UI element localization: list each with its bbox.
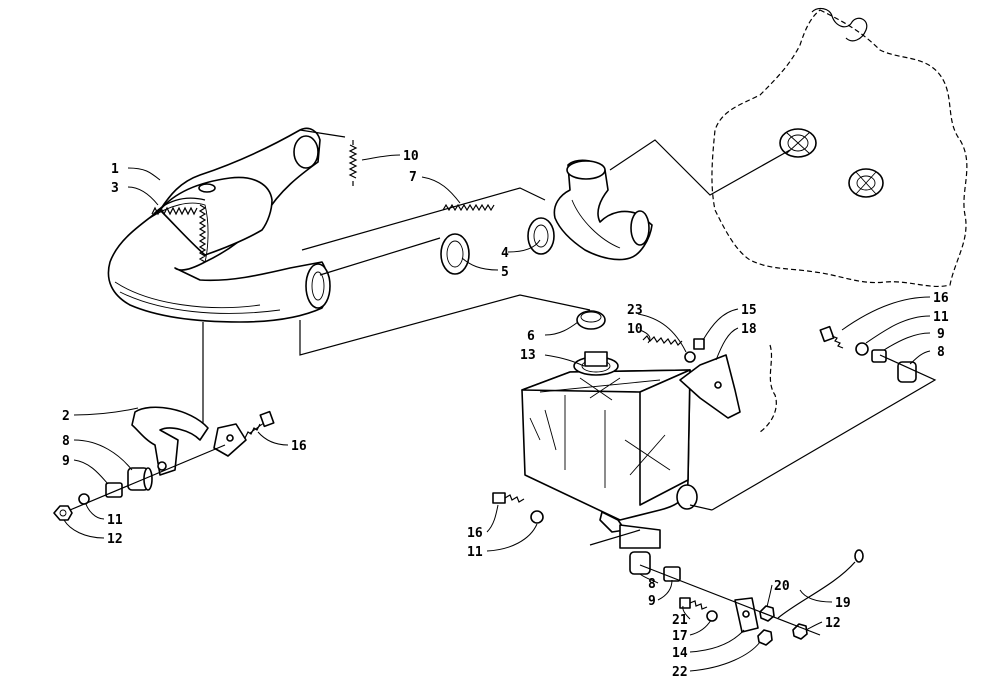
box-outlet <box>676 484 698 510</box>
frame-outline <box>759 344 777 433</box>
manifold-outlet <box>527 217 555 255</box>
expansion-chamber <box>107 127 331 323</box>
mount-plate <box>213 423 247 457</box>
rubber-mount-8-bottom <box>629 551 651 575</box>
callout-13: 13 <box>520 348 536 363</box>
callout-9-left: 9 <box>62 454 70 469</box>
plug-23 <box>684 351 696 363</box>
leader-lines <box>63 154 931 672</box>
callout-3: 3 <box>111 181 119 196</box>
spacer-9-left <box>105 482 123 498</box>
spring-7 <box>442 203 495 212</box>
callout-23: 23 <box>627 303 643 318</box>
bolt-16-lower <box>492 492 525 504</box>
callout-2: 2 <box>62 409 70 424</box>
bolt-16-left <box>244 410 275 439</box>
rubber-mount-8-left <box>127 467 153 491</box>
bolt-15 <box>693 338 705 350</box>
washer-17 <box>706 610 718 622</box>
callout-18: 18 <box>741 322 757 337</box>
callout-11-lower: 11 <box>467 545 483 560</box>
callout-10-right: 10 <box>627 322 643 337</box>
washer-11-right <box>855 342 869 356</box>
ground-strap-19 <box>777 549 864 619</box>
callout-8-right: 8 <box>937 345 945 360</box>
callout-15: 15 <box>741 303 757 318</box>
callout-19: 19 <box>835 596 851 611</box>
silencer-box <box>521 351 698 549</box>
callout-7: 7 <box>409 170 417 185</box>
callout-17: 17 <box>672 629 688 644</box>
washer-11-lower <box>530 510 544 524</box>
callout-4: 4 <box>501 246 509 261</box>
nut-12-bottom <box>792 623 808 640</box>
callout-21: 21 <box>672 613 688 628</box>
callout-6: 6 <box>527 329 535 344</box>
bolt-21 <box>679 597 708 610</box>
bolt-16-right <box>819 325 844 349</box>
muffler-bracket <box>131 406 209 476</box>
callout-12-left: 12 <box>107 532 123 547</box>
spring-10-right <box>642 335 683 346</box>
callout-16-lower: 16 <box>467 526 483 541</box>
engine-outline <box>711 7 968 288</box>
callout-11-left: 11 <box>107 513 123 528</box>
spacer-9-bottom <box>663 566 681 582</box>
callout-16-right: 16 <box>933 291 949 306</box>
callout-12-bottom: 12 <box>825 616 841 631</box>
callout-1: 1 <box>111 162 119 177</box>
bracket-18 <box>679 354 741 419</box>
muffler-inlet <box>305 263 331 309</box>
seal-ring-5 <box>440 233 470 275</box>
nut-20 <box>759 605 775 622</box>
callout-9-bottom: 9 <box>648 594 656 609</box>
callout-8-bottom: 8 <box>648 577 656 592</box>
callout-14: 14 <box>672 646 688 661</box>
callout-22: 22 <box>672 665 688 680</box>
plate-14 <box>734 597 759 633</box>
callout-20: 20 <box>774 579 790 594</box>
spacer-9-right <box>871 349 887 363</box>
callout-10-top: 10 <box>403 149 419 164</box>
callout-9-right: 9 <box>937 327 945 342</box>
callout-labels: 1 3 10 7 4 5 6 13 23 10 15 18 16 11 9 8 … <box>62 149 949 680</box>
callout-5: 5 <box>501 265 509 280</box>
callout-8-left: 8 <box>62 434 70 449</box>
callout-16-left: 16 <box>291 439 307 454</box>
callout-11-right: 11 <box>933 310 949 325</box>
exhaust-manifold <box>527 159 653 261</box>
cap-6 <box>576 310 606 330</box>
spring-10-top <box>348 140 358 186</box>
muffler-port <box>198 183 216 193</box>
nut-12-left <box>53 505 73 521</box>
nut-22 <box>757 629 773 646</box>
